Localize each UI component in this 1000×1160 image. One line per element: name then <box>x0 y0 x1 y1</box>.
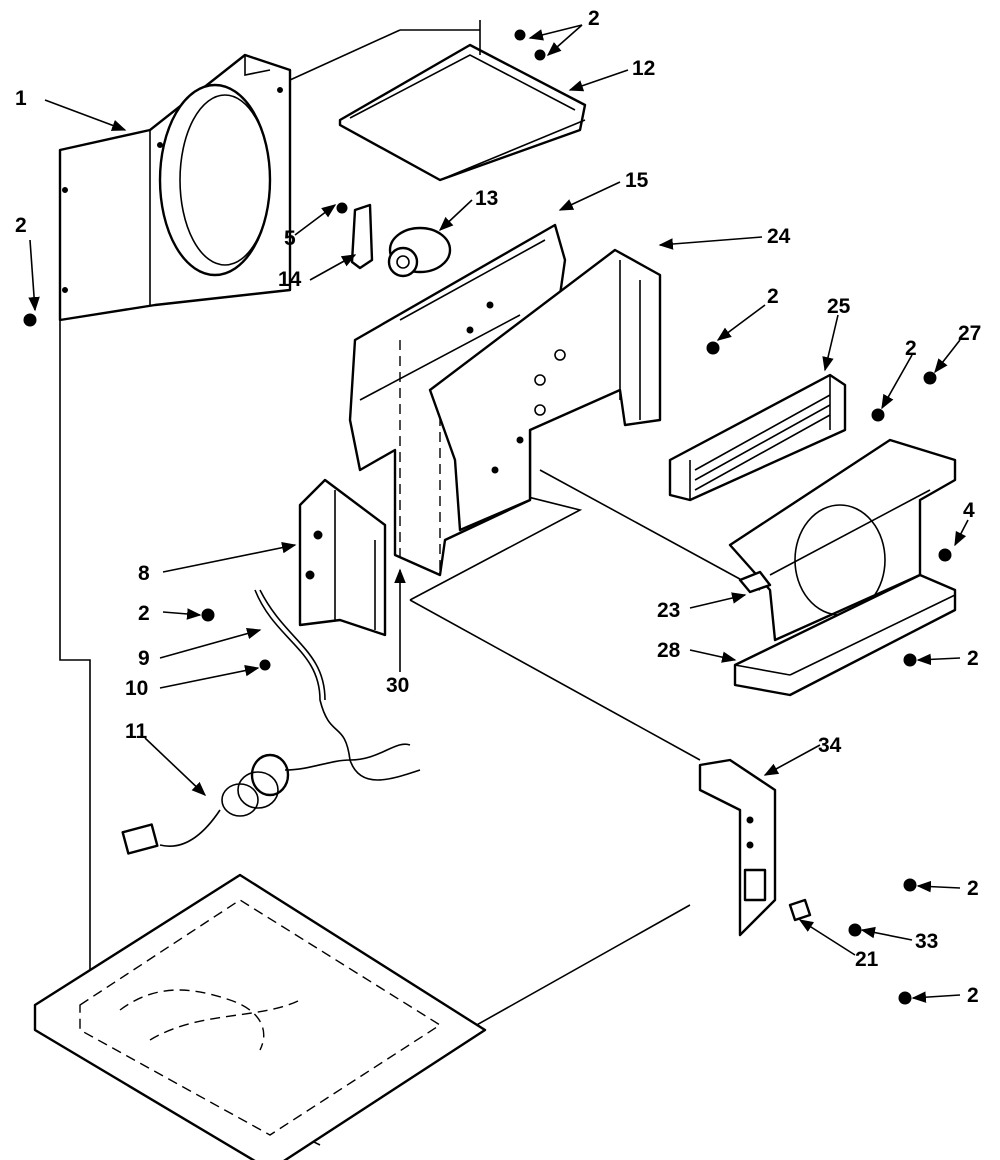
callout-11: 11 <box>125 720 148 743</box>
callout-15: 15 <box>625 169 649 192</box>
motor-assembly <box>336 202 452 278</box>
callout-14: 14 <box>278 268 302 291</box>
callout-2: 2 <box>967 984 979 1007</box>
assembly-guide-lines <box>59 29 761 1146</box>
callout-25: 25 <box>827 295 851 318</box>
leader-lines <box>28 24 969 1003</box>
vent-grille <box>668 373 847 502</box>
callout-4: 4 <box>963 499 975 522</box>
base-pan <box>33 873 487 1160</box>
callout-2: 2 <box>967 877 979 900</box>
callout-labels: 1 2 2 12 13 15 5 14 24 2 25 2 27 4 8 2 9… <box>15 7 981 1007</box>
callout-21: 21 <box>855 948 879 971</box>
callout-2: 2 <box>967 647 979 670</box>
callout-9: 9 <box>138 647 150 670</box>
callout-34: 34 <box>818 734 842 757</box>
callout-27: 27 <box>958 322 981 345</box>
callout-23: 23 <box>657 599 680 622</box>
callout-13: 13 <box>475 187 498 210</box>
callout-2: 2 <box>138 602 150 625</box>
callout-5: 5 <box>284 227 296 250</box>
control-box <box>428 248 662 532</box>
callout-2: 2 <box>905 337 917 360</box>
callout-30: 30 <box>386 674 409 697</box>
front-shroud-panel <box>58 53 292 322</box>
callout-28: 28 <box>657 639 681 662</box>
fasteners <box>23 29 937 1005</box>
base-tray <box>733 573 957 697</box>
top-cover-plate <box>338 20 587 182</box>
callout-24: 24 <box>767 225 791 248</box>
callout-33: 33 <box>915 930 938 953</box>
wire-harness <box>254 589 421 781</box>
callout-12: 12 <box>632 57 655 80</box>
callout-8: 8 <box>138 562 150 585</box>
callout-10: 10 <box>125 677 148 700</box>
fan-shroud-base <box>728 438 957 642</box>
side-bracket <box>298 478 387 637</box>
callout-2: 2 <box>15 214 27 237</box>
callout-2: 2 <box>588 7 600 30</box>
callout-2: 2 <box>767 285 779 308</box>
right-mount-bracket <box>698 758 812 937</box>
power-cord <box>121 753 351 855</box>
callout-1: 1 <box>15 87 27 110</box>
